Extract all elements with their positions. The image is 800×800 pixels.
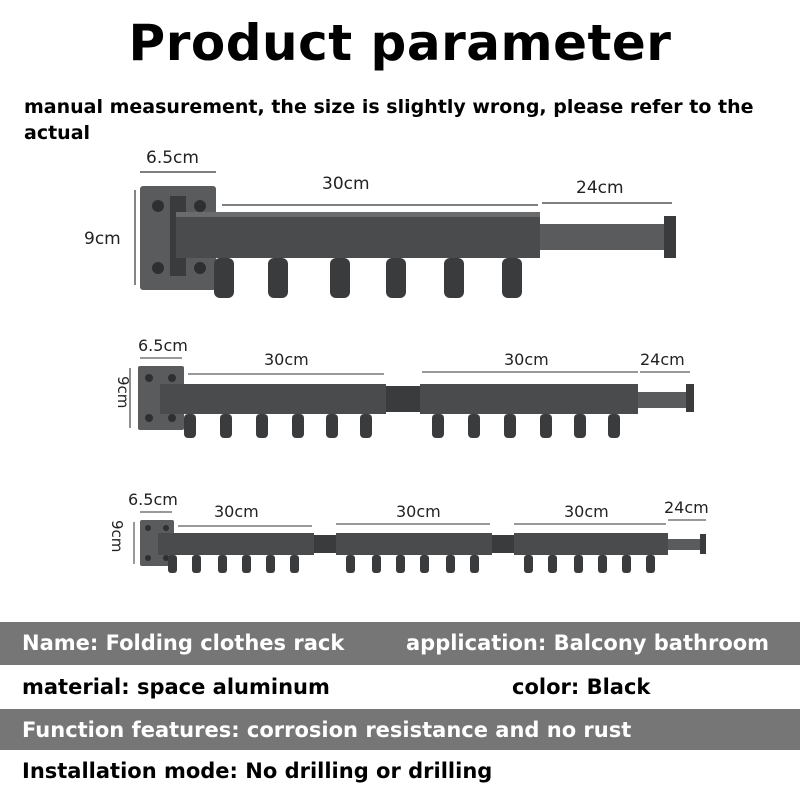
rack-3-extension-label: 24cm (664, 498, 709, 517)
rack-2-segment-2-label: 30cm (504, 350, 549, 369)
spec-installation: Installation mode: No drilling or drilli… (22, 759, 493, 783)
rack-1-height-label: 9cm (84, 229, 121, 249)
rack-3-arm-1 (158, 533, 314, 555)
spec-row-material: material: space aluminum color: Black (0, 666, 800, 709)
spec-function: Function features: corrosion resistance … (22, 718, 632, 742)
rack-3-hinge-2 (492, 535, 514, 553)
spec-color: color: Black (512, 675, 651, 699)
rack-1-width-label: 6.5cm (146, 148, 199, 168)
rack-1-drawing (134, 171, 676, 298)
rack-2-segment-1-label: 30cm (264, 350, 309, 369)
rack-1-end-cap (664, 216, 676, 258)
rack-2-arm-2 (420, 384, 638, 414)
rack-2-extension-label: 24cm (640, 350, 685, 369)
rack-3-hinge-1 (314, 535, 336, 553)
rack-3-drawing (133, 511, 706, 573)
rack-2-arm-1 (160, 384, 386, 414)
spec-name: Name: Folding clothes rack (22, 631, 345, 655)
page-title: Product parameter (128, 14, 672, 72)
rack-2-hooks (184, 414, 620, 438)
rack-1-extension-bar (540, 224, 668, 250)
rack-3-width-label: 6.5cm (128, 490, 178, 509)
rack-3-segment-3-label: 30cm (564, 502, 609, 521)
spec-row-function: Function features: corrosion resistance … (0, 709, 800, 752)
rack-1-hooks (214, 258, 522, 298)
rack-3-extension-bar (668, 539, 702, 550)
spec-application: application: Balcony bathroom (406, 631, 770, 655)
rack-2-end-cap (686, 384, 694, 412)
measurement-note: manual measurement, the size is slightly… (24, 96, 754, 144)
spec-row-installation: Installation mode: No drilling or drilli… (0, 750, 800, 793)
rack-1-segment-1-label: 30cm (322, 174, 370, 194)
rack-1-arm (176, 212, 540, 258)
rack-3-segment-2-label: 30cm (396, 502, 441, 521)
rack-3-arm-2 (336, 533, 492, 555)
rack-2-width-label: 6.5cm (138, 336, 188, 355)
rack-2-hinge (386, 386, 420, 412)
rack-2-drawing (129, 357, 694, 438)
spec-material: material: space aluminum (22, 675, 330, 699)
rack-3-end-cap (700, 534, 706, 554)
rack-1-extension-label: 24cm (576, 178, 624, 198)
rack-3-arm-3 (514, 533, 668, 555)
rack-3-segment-1-label: 30cm (214, 502, 259, 521)
rack-3-hooks (168, 555, 655, 573)
spec-row-name: Name: Folding clothes rack application: … (0, 622, 800, 665)
rack-2-extension-bar (638, 392, 688, 408)
